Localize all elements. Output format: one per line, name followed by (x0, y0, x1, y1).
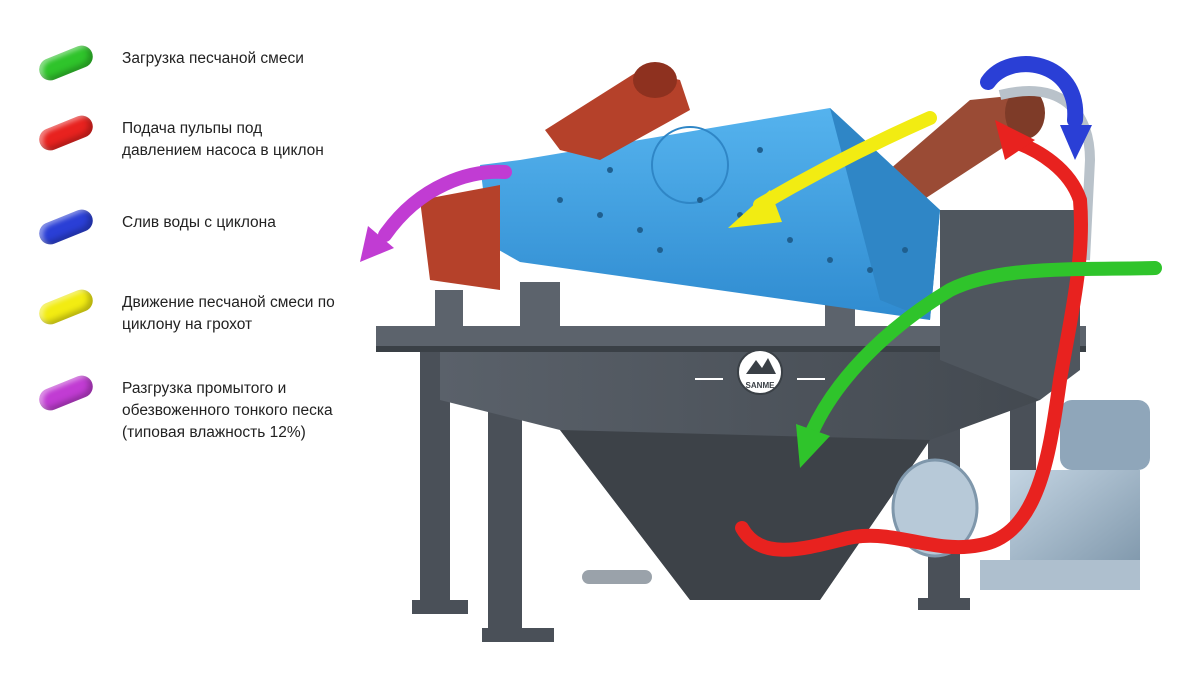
machine-frame (376, 326, 1086, 642)
legend-item-water-overflow: Слив воды с циклона (35, 206, 382, 248)
legend: Загрузка песчаной смеси Подача пульпы по… (0, 0, 360, 685)
blue-overflow-arrow (980, 56, 1084, 128)
sanme-logo: SANME (695, 349, 825, 395)
svg-text:SANME: SANME (746, 381, 776, 390)
vibration-motor (545, 62, 690, 160)
red-pulp-arrow (735, 133, 1088, 557)
legend-item-sand-loading: Загрузка песчаной смеси (35, 42, 382, 84)
legend-item-sand-discharge: Разгрузка промытого и обезвоженного тонк… (35, 372, 382, 444)
legend-label: Загрузка песчаной смеси (122, 50, 304, 67)
vibrating-screen (420, 108, 940, 320)
sump-box (940, 210, 1080, 400)
slurry-pump (891, 400, 1150, 590)
green-loading-arrow (805, 261, 1162, 439)
hopper-tank (440, 352, 1040, 600)
legend-item-pulp-feed: Подача пульпы под давлением насоса в цик… (35, 112, 382, 162)
legend-label: Подача пульпы под давлением насоса в цик… (122, 120, 324, 159)
purple-discharge-arrow (378, 164, 512, 242)
legend-label: Слив воды с циклона (122, 214, 276, 231)
legend-label: Движение песчаной смеси по циклону на гр… (122, 294, 335, 333)
legend-label: Разгрузка промытого и обезвоженного тонк… (122, 380, 333, 441)
legend-item-sand-to-screen: Движение песчаной смеси по циклону на гр… (35, 286, 382, 336)
screen-supports (435, 282, 855, 330)
flow-arrows (360, 56, 1162, 557)
yellow-sand-arrow (753, 111, 937, 212)
